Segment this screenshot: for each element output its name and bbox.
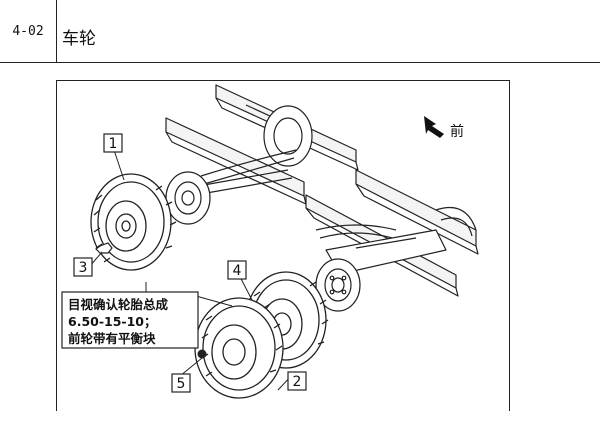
callout-label-1: 1	[109, 136, 118, 152]
direction-label: 前	[450, 123, 464, 140]
wheel-assembly-2	[194, 297, 284, 399]
inspection-note-box	[61, 291, 199, 349]
callout-label-5: 5	[177, 376, 186, 392]
callout-label-2: 2	[293, 374, 302, 390]
balance-weight-icon	[197, 349, 207, 359]
note-line-1: 目视确认轮胎总成	[68, 297, 169, 312]
callout-label-3: 3	[79, 260, 88, 276]
front-direction-arrow-icon	[424, 116, 444, 138]
callout-box-3	[73, 257, 93, 277]
section-title: 车轮	[62, 29, 96, 49]
figure-frame	[56, 80, 510, 411]
note-line-3: 前轮带有平衡块	[68, 331, 156, 346]
wheel-nut-icon	[95, 242, 113, 254]
document-header: 4-02 车轮	[0, 0, 600, 63]
callout-box-2	[287, 371, 307, 391]
callout-box-5	[171, 373, 191, 393]
wheel-assembly-1	[90, 173, 177, 271]
chassis-illustration: 前 1 3 4 2 5 目视确认轮胎总成 6.50-15-10； 前轮带有平衡块	[61, 84, 479, 399]
callout-label-4: 4	[233, 263, 242, 279]
section-code: 4-02	[0, 0, 57, 62]
callout-box-4	[227, 260, 247, 280]
note-line-2: 6.50-15-10；	[68, 314, 157, 329]
callout-box-1	[103, 133, 123, 153]
